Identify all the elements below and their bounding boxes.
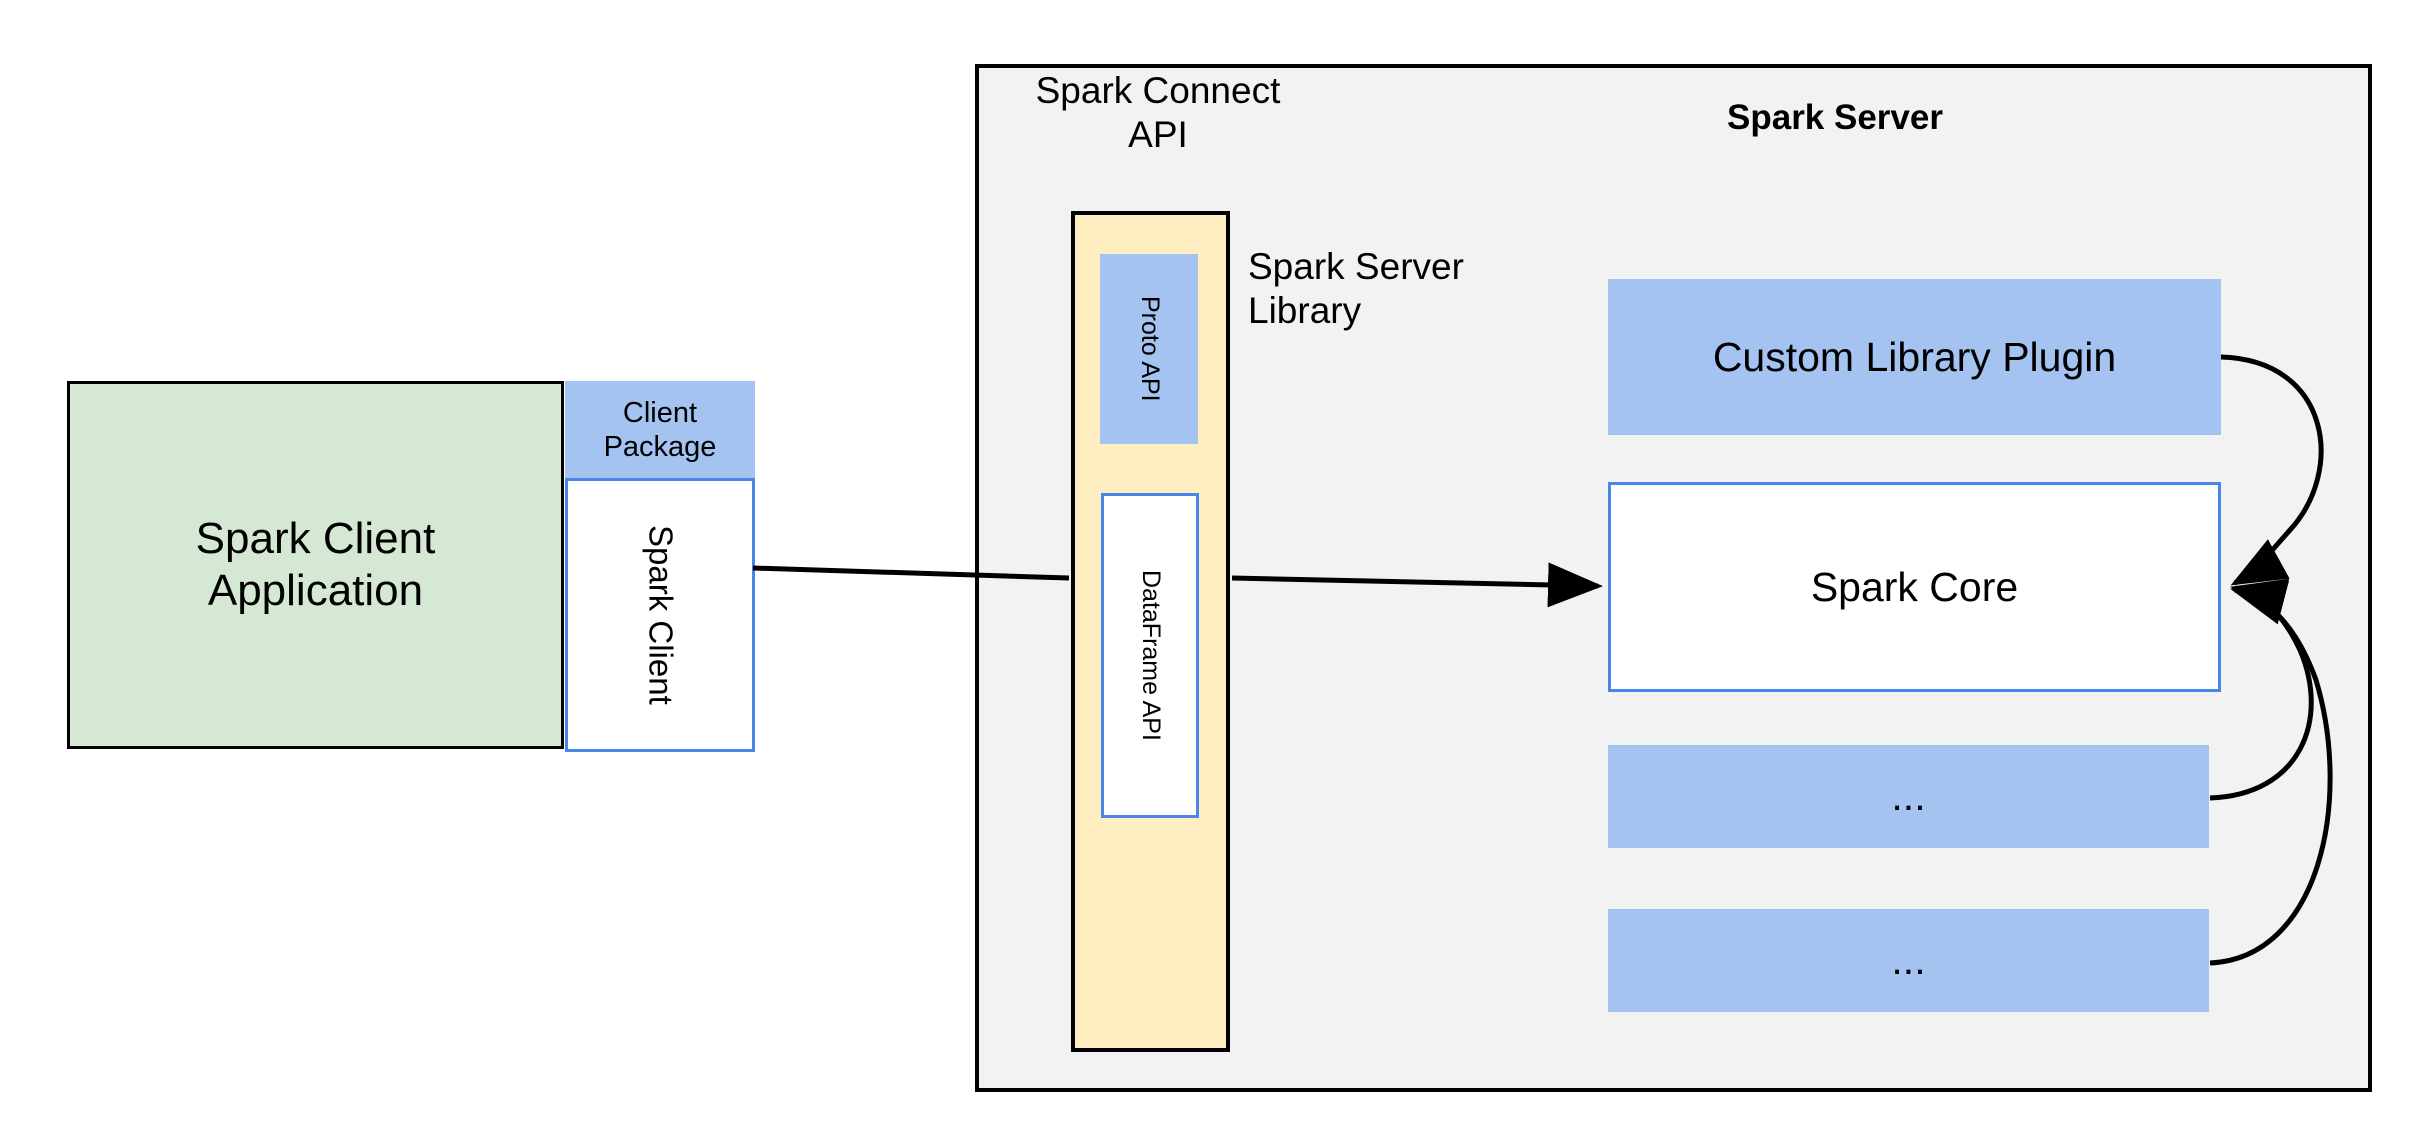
client-package-box[interactable]: Client Package: [565, 381, 755, 479]
spark-server-library-label-line1: Spark Server: [1248, 246, 1464, 287]
spark-server-title: Spark Server: [1727, 98, 1943, 138]
module-ellipsis-box-2[interactable]: ...: [1608, 909, 2209, 1012]
proto-api-box[interactable]: Proto API: [1100, 254, 1198, 444]
spark-client-application-label: Spark Client Application: [196, 513, 436, 617]
dataframe-api-box[interactable]: DataFrame API: [1101, 493, 1199, 818]
custom-library-plugin-box[interactable]: Custom Library Plugin: [1608, 279, 2221, 435]
spark-core-box[interactable]: Spark Core: [1608, 482, 2221, 692]
spark-client-box[interactable]: Spark Client: [565, 478, 755, 752]
client-package-line1: Client: [622, 396, 698, 429]
module-ellipsis-label-1: ...: [1891, 773, 1926, 820]
spark-core-label: Spark Core: [1810, 563, 2019, 610]
dataframe-api-label: DataFrame API: [1136, 570, 1165, 741]
proto-api-label: Proto API: [1135, 296, 1164, 402]
module-ellipsis-label-2: ...: [1891, 937, 1926, 984]
custom-library-plugin-label: Custom Library Plugin: [1712, 333, 2117, 380]
spark-client-label: Spark Client: [642, 525, 680, 705]
spark-server-library-label: Spark Server Library: [1248, 245, 1548, 335]
spark-client-application-box[interactable]: Spark Client Application: [67, 381, 564, 749]
module-ellipsis-box-1[interactable]: ...: [1608, 745, 2209, 848]
spark-server-library-label-line2: Library: [1248, 289, 1362, 331]
spark-client-application-line1: Spark Client: [195, 514, 436, 564]
spark-connect-api-label: Spark Connect API: [1013, 68, 1303, 158]
spark-connect-api-label-line1: Spark Connect: [1035, 70, 1281, 112]
spark-connect-api-label-line2: API: [1128, 114, 1188, 155]
client-package-line2: Package: [603, 431, 717, 463]
client-package-label: Client Package: [604, 396, 717, 464]
spark-client-application-line2: Application: [207, 566, 424, 615]
